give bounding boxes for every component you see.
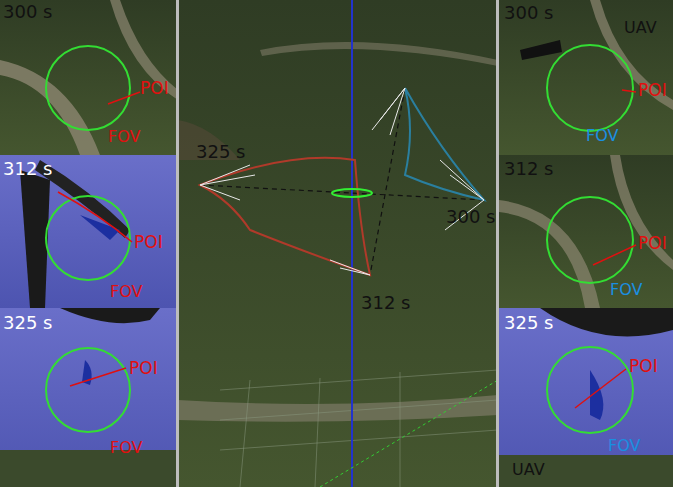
- time-stamp: 300 s: [446, 208, 495, 226]
- fov-label: FOV: [610, 282, 642, 298]
- poi-label: POI: [134, 234, 163, 251]
- fov-label: FOV: [586, 128, 618, 144]
- fov-label: FOV: [110, 284, 142, 300]
- time-stamp: 312 s: [3, 160, 52, 178]
- time-stamp: 325 s: [504, 314, 553, 332]
- poi-label: POI: [638, 235, 667, 252]
- poi-label: POI: [140, 80, 169, 97]
- fov-label: FOV: [110, 440, 142, 456]
- time-stamp: 325 s: [3, 314, 52, 332]
- uav-label: UAV: [624, 20, 657, 36]
- fov-label: FOV: [608, 438, 640, 454]
- poi-label: POI: [638, 82, 667, 99]
- time-stamp: 312 s: [504, 160, 553, 178]
- time-stamp: 300 s: [504, 4, 553, 22]
- time-stamp: 325 s: [196, 143, 245, 161]
- uav-label: UAV: [512, 462, 545, 478]
- time-stamp: 300 s: [3, 3, 52, 21]
- poi-label: POI: [129, 360, 158, 377]
- poi-label: POI: [629, 358, 658, 375]
- fov-label: FOV: [108, 129, 140, 145]
- time-stamp: 312 s: [361, 294, 410, 312]
